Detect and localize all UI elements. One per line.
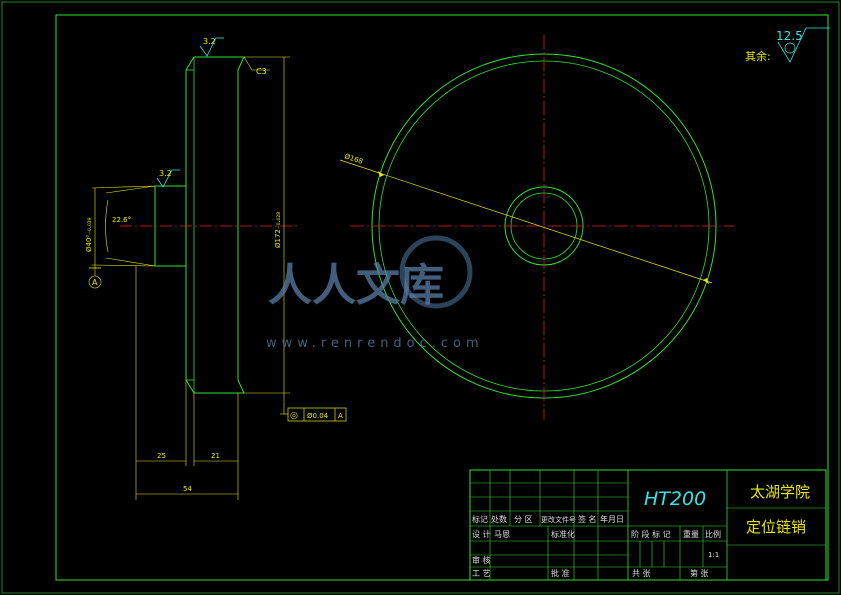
tb-row-label-2: 分 区 <box>514 515 533 524</box>
title-block: HT200 太湖学院 定位链销 标记 处数 分 区 更改文件号 签 名 年月日 … <box>469 469 827 581</box>
roughness-top-value: 3.2 <box>203 37 216 46</box>
roughness-hub-value: 3.2 <box>159 169 172 178</box>
watermark: 人人文库 www.renrendoc.com <box>266 235 484 351</box>
standardize-label: 标准化 <box>551 529 575 539</box>
taper-line-bottom <box>105 257 156 267</box>
front-view: Ø168 <box>339 35 735 420</box>
general-roughness-value: 12.5 <box>776 29 803 43</box>
process-label: 工 艺 <box>472 569 491 578</box>
taper-line-top <box>105 185 156 194</box>
overall-length-label: 54 <box>183 485 192 493</box>
outer-diameter-label: Ø172₋₀.₀₂₈ <box>274 212 282 248</box>
sheet-number: 第 张 <box>690 568 709 578</box>
datum-circle <box>88 275 102 289</box>
sheets-total: 共 张 <box>632 569 651 578</box>
hub-dim-ext-top <box>91 185 156 189</box>
leader-arrow-left <box>378 171 384 177</box>
leader-arrow-right <box>703 278 709 284</box>
hub-length-label: 25 <box>157 452 166 460</box>
roughness-symbol-hub <box>156 169 180 188</box>
tolerance-frame <box>287 407 347 422</box>
scale-value: 1:1 <box>708 551 719 559</box>
chamfer-leader <box>243 56 253 71</box>
part-name: 定位链销 <box>746 518 806 536</box>
general-roughness-circle <box>784 42 796 54</box>
rim-width-label: 21 <box>211 452 220 460</box>
general-roughness-symbol <box>777 27 830 63</box>
watermark-circle <box>399 235 473 309</box>
pitch-dia-leader <box>339 159 713 284</box>
taper-angle-label: 22.6° <box>112 216 131 224</box>
datum-label: A <box>92 278 98 287</box>
approve-label: 批 准 <box>551 568 570 578</box>
tol-value: Ø0.04 <box>307 412 329 420</box>
tb-row-label-4: 签 名 <box>578 514 597 524</box>
side-view: 3.2 3.2 C3 Ø40⁰₋₀.₀₃₉ 22.6° A Ø172₋₀.₀₂₈ <box>85 37 347 500</box>
general-roughness: 12.5 其余: <box>745 27 830 63</box>
tol-symbol: ◎ <box>290 411 298 421</box>
scale-label: 比例 <box>705 529 721 539</box>
tb-row-label-0: 标记 <box>472 514 488 524</box>
roughness-symbol-top <box>199 37 224 57</box>
watermark-text: 人人文库 <box>268 260 444 311</box>
material-value: HT200 <box>644 488 706 510</box>
review-label: 审 核 <box>472 555 491 565</box>
school-name: 太湖学院 <box>750 483 810 501</box>
general-roughness-label: 其余: <box>745 49 771 63</box>
hub-diameter-label: Ø40⁰₋₀.₀₃₉ <box>85 217 93 252</box>
chamfer-label: C3 <box>256 67 267 76</box>
taper-arc <box>105 199 109 253</box>
inner-border <box>55 14 829 581</box>
weight-label: 重量 <box>683 529 699 539</box>
design-value: 马恩 <box>494 530 510 539</box>
title-block-border <box>469 469 827 581</box>
tb-row-label-5: 年月日 <box>600 514 624 524</box>
watermark-url: www.renrendoc.com <box>266 336 484 351</box>
tb-row-label-1: 处数 <box>491 514 507 524</box>
design-label: 设 计 <box>472 529 491 539</box>
hub-dim-ext-bottom <box>91 264 156 267</box>
tol-datum: A <box>338 412 343 420</box>
stage-label: 阶 段 标 记 <box>631 529 671 539</box>
tb-row-label-3: 更改文件号 <box>541 515 576 524</box>
